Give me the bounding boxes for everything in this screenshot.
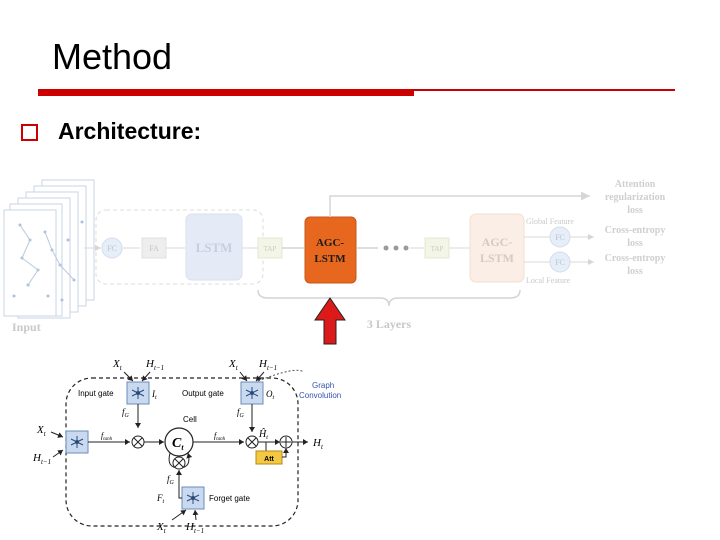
att-label: Att — [264, 456, 274, 463]
red-up-arrow-icon — [314, 297, 346, 345]
fa-label: FA — [149, 244, 159, 253]
attention-line3: loss — [627, 205, 643, 216]
ht-output: Ht — [312, 437, 324, 451]
h-left: Ht−1 — [32, 452, 51, 466]
ce2-line1: Cross-entropy — [605, 253, 666, 264]
fg-forget: fG — [167, 474, 175, 486]
ot-label: Ot — [266, 389, 275, 401]
ht-hat-label: Ĥt — [258, 428, 268, 441]
ce1-line2: loss — [627, 238, 643, 249]
ellipsis-dots — [383, 245, 409, 251]
cell-diagram: Graph Convolution Xt Ht−1 Input gate It … — [32, 358, 341, 535]
local-feature-label: Local Feature — [526, 276, 571, 285]
bullet-square-icon — [21, 124, 38, 141]
agc-highlight-line2: LSTM — [314, 253, 346, 265]
title-underline-thick — [38, 89, 414, 96]
ftanh-left: ftanh — [101, 431, 113, 442]
global-feature-label: Global Feature — [526, 217, 574, 226]
attention-line1: Attention — [615, 179, 656, 190]
attention-path — [329, 191, 590, 217]
agc-right-line1: AGC- — [482, 235, 513, 249]
forget-gate-label: Forget gate — [209, 494, 250, 503]
input-label: Input — [12, 320, 41, 334]
cell-label: Cell — [183, 415, 197, 424]
layers-label: 3 Layers — [367, 317, 412, 331]
ftanh-right: ftanh — [214, 431, 226, 442]
graph-node-icon — [70, 436, 84, 448]
h-bottom: Ht−1 — [185, 521, 204, 535]
ce2-line2: loss — [627, 266, 643, 277]
lstm-box — [185, 213, 243, 281]
skeleton-frames-icon — [3, 179, 95, 319]
tap-1-label: TAP — [264, 245, 277, 253]
ce1-line1: Cross-entropy — [605, 225, 666, 236]
fc-left-label: FC — [107, 244, 117, 253]
agc-right-line2: LSTM — [480, 251, 514, 265]
graph-conv-callout — [257, 369, 305, 382]
graph-node-icon — [186, 492, 200, 504]
it-label: It — [151, 389, 157, 401]
title-underline-thin — [414, 89, 675, 91]
bullet-architecture: Architecture: — [58, 118, 202, 144]
graph-node-icon — [131, 387, 145, 399]
agc-lstm-highlight-box — [304, 216, 357, 284]
x-bottom: Xt — [156, 521, 167, 535]
input-gate-label: Input gate — [78, 389, 114, 398]
output-gate-label: Output gate — [182, 389, 224, 398]
ct-label: Ct — [172, 436, 184, 452]
top-diagram: Input FC FA LSTM TAP AGC- LSTM TAP AGC- … — [3, 179, 666, 345]
x-top-left: Xt — [112, 358, 123, 372]
x-left: Xt — [36, 424, 47, 438]
fg-output: fG — [237, 407, 245, 419]
fc-top-label: FC — [555, 233, 565, 242]
h-top-right: Ht−1 — [258, 358, 277, 372]
graph-node-icon — [245, 387, 259, 399]
agc-highlight-line1: AGC- — [316, 237, 344, 249]
graph-conv-line1: Graph — [312, 381, 334, 390]
slide-title: Method — [52, 36, 173, 77]
ft-label: Ft — [156, 493, 165, 505]
fg-input: fG — [122, 407, 130, 419]
tap-2-label: TAP — [431, 245, 444, 253]
attention-line2: regularization — [605, 192, 666, 203]
fc-bottom-label: FC — [555, 258, 565, 267]
x-top-right: Xt — [228, 358, 239, 372]
h-top-left: Ht−1 — [145, 358, 164, 372]
agc-lstm-faint-box — [469, 213, 525, 283]
graph-conv-line2: Convolution — [299, 391, 341, 400]
lstm-label: LSTM — [196, 240, 233, 255]
layers-brace — [257, 289, 521, 307]
